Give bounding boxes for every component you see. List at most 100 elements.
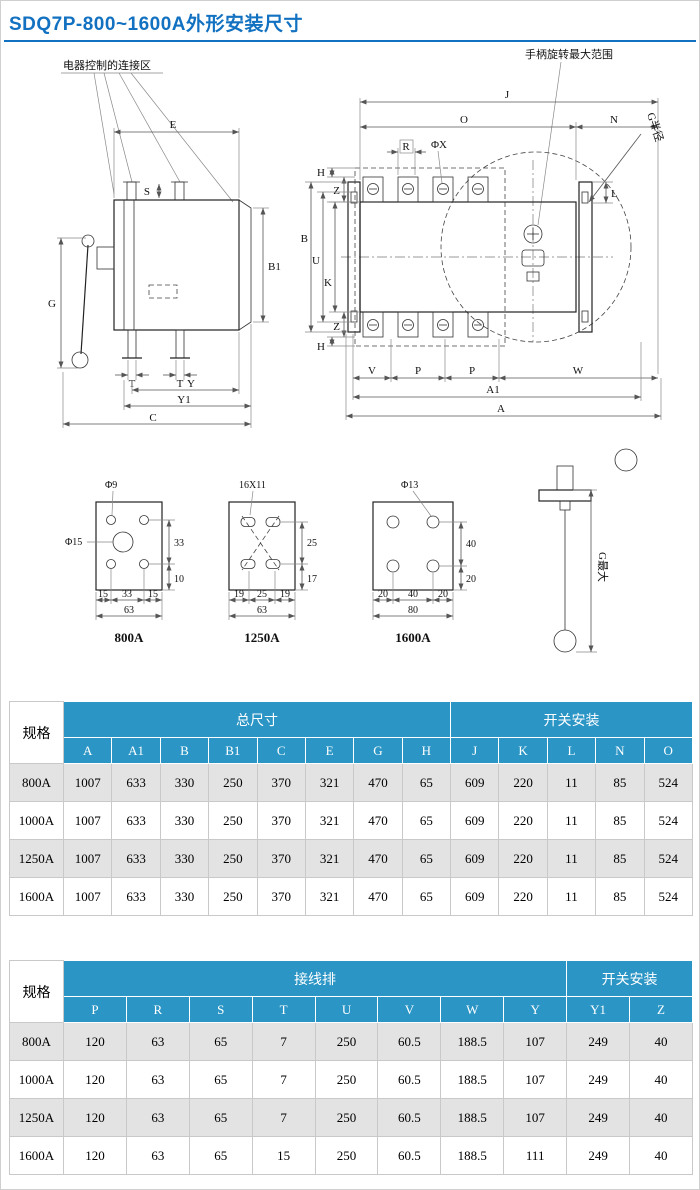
col-header: O <box>643 737 693 764</box>
dim-label-g: G <box>48 298 56 310</box>
dim-label-c: C <box>149 412 156 424</box>
cell: 370 <box>256 801 306 840</box>
table-row: 1000A 120 63 65 7 250 60.5 188.5 107 249… <box>9 1060 693 1099</box>
row-spec: 1000A <box>9 1060 64 1099</box>
table-row: 800A 120 63 65 7 250 60.5 188.5 107 249 … <box>9 1022 693 1061</box>
group-switch-install: 开关安装 <box>450 701 693 738</box>
col-header: B1 <box>208 737 258 764</box>
pattern-caption: 800A <box>115 630 145 645</box>
dim-label-l: L <box>611 188 618 200</box>
cell: 220 <box>498 839 548 878</box>
cell: 633 <box>111 763 161 802</box>
table-row: 800A 1007 633 330 250 370 321 470 65 609… <box>9 763 693 802</box>
cell: 85 <box>595 877 645 916</box>
dim-value: 40 <box>466 539 476 550</box>
row-spec: 800A <box>9 1022 64 1061</box>
cell: 470 <box>353 801 403 840</box>
dim-value: 20 <box>466 574 476 585</box>
cell: 40 <box>629 1022 693 1061</box>
cell: 609 <box>449 801 500 840</box>
title-rule <box>4 40 696 42</box>
cell: 321 <box>304 839 355 878</box>
handle-rotation-circle <box>440 151 632 343</box>
col-header: E <box>304 737 355 764</box>
col-header: V <box>377 996 442 1023</box>
hole-size-label: Φ9 <box>105 480 117 491</box>
cell: 60.5 <box>377 1060 442 1099</box>
cell: 188.5 <box>440 1098 505 1137</box>
cell: 120 <box>63 1022 127 1061</box>
side-view-dimensions: E S B1 G T T Y <box>48 119 281 428</box>
dim-value: 20 <box>378 589 388 600</box>
busbar-table: 规格 接线排 开关安装 P R S T U V W Y Y1 Z 800A 12… <box>9 960 693 1175</box>
table-row: 1000A 1007 633 330 250 370 321 470 65 60… <box>9 801 693 840</box>
cell: 7 <box>251 1060 316 1099</box>
cell: 524 <box>643 877 693 916</box>
cell: 65 <box>401 839 452 878</box>
row-spec: 1250A <box>9 839 64 878</box>
cell: 524 <box>643 839 693 878</box>
cell: 63 <box>125 1022 190 1061</box>
col-header: J <box>449 737 500 764</box>
cell: 60.5 <box>377 1098 442 1137</box>
cell: 470 <box>353 877 403 916</box>
col-header: C <box>256 737 306 764</box>
column-header-row: A A1 B B1 C E G H J K L N O <box>10 737 693 764</box>
cell: 7 <box>251 1022 316 1061</box>
dim-label-v: V <box>368 365 376 377</box>
row-spec: 1250A <box>9 1098 64 1137</box>
spec-header: 规格 <box>9 701 64 764</box>
cell: 107 <box>503 1098 568 1137</box>
dim-label-z: Z <box>333 185 340 197</box>
cell: 370 <box>256 763 306 802</box>
dim-label-b: B <box>301 233 308 245</box>
cell: 330 <box>159 763 210 802</box>
dim-value: 20 <box>438 589 448 600</box>
hole-pattern-1250a: 16X11 19 25 19 63 25 17 1250A <box>228 480 317 645</box>
cell: 120 <box>63 1098 127 1137</box>
pattern-caption: 1600A <box>395 630 431 645</box>
dim-value: 10 <box>174 574 184 585</box>
dim-value: 40 <box>408 589 418 600</box>
dim-label-phi-x: ΦX <box>431 139 447 151</box>
row-spec: 1600A <box>9 877 64 916</box>
cell: 111 <box>503 1136 568 1175</box>
dim-label-z: Z <box>333 321 340 333</box>
cell: 11 <box>546 763 597 802</box>
cell: 188.5 <box>440 1022 505 1061</box>
cell: 609 <box>449 877 500 916</box>
cell: 633 <box>111 839 161 878</box>
cell: 65 <box>188 1098 253 1137</box>
hole-size-label: 16X11 <box>239 480 266 491</box>
cell: 11 <box>546 877 597 916</box>
col-header: Z <box>629 996 693 1023</box>
row-spec: 1600A <box>9 1136 64 1175</box>
dim-label-h: H <box>317 167 325 179</box>
hole-size-label: Φ13 <box>401 480 418 491</box>
table-row: 1600A 120 63 65 15 250 60.5 188.5 111 24… <box>9 1136 693 1175</box>
pattern-caption: 1250A <box>244 630 280 645</box>
dim-label-p: P <box>469 365 475 377</box>
cell: 330 <box>159 801 210 840</box>
cell: 85 <box>595 763 645 802</box>
dim-label-k: K <box>324 277 332 289</box>
dim-label-h: H <box>317 341 325 353</box>
table-row: 1250A 1007 633 330 250 370 321 470 65 60… <box>9 839 693 878</box>
cell: 40 <box>629 1098 693 1137</box>
cell: 633 <box>111 801 161 840</box>
front-view <box>341 151 632 347</box>
group-busbar: 接线排 <box>62 960 568 997</box>
handle-range-callout: 手柄旋转最大范围 <box>525 47 613 226</box>
col-header: K <box>498 737 548 764</box>
dim-value: 80 <box>408 605 418 616</box>
connection-area-label: 电器控制的连接区 <box>63 58 151 72</box>
cell: 330 <box>159 877 210 916</box>
dim-value: 33 <box>174 538 184 549</box>
row-spec: 1000A <box>9 801 64 840</box>
cell: 524 <box>643 801 693 840</box>
dim-value: 63 <box>124 605 134 616</box>
cell: 220 <box>498 801 548 840</box>
cell: 107 <box>503 1060 568 1099</box>
cell: 370 <box>256 877 306 916</box>
